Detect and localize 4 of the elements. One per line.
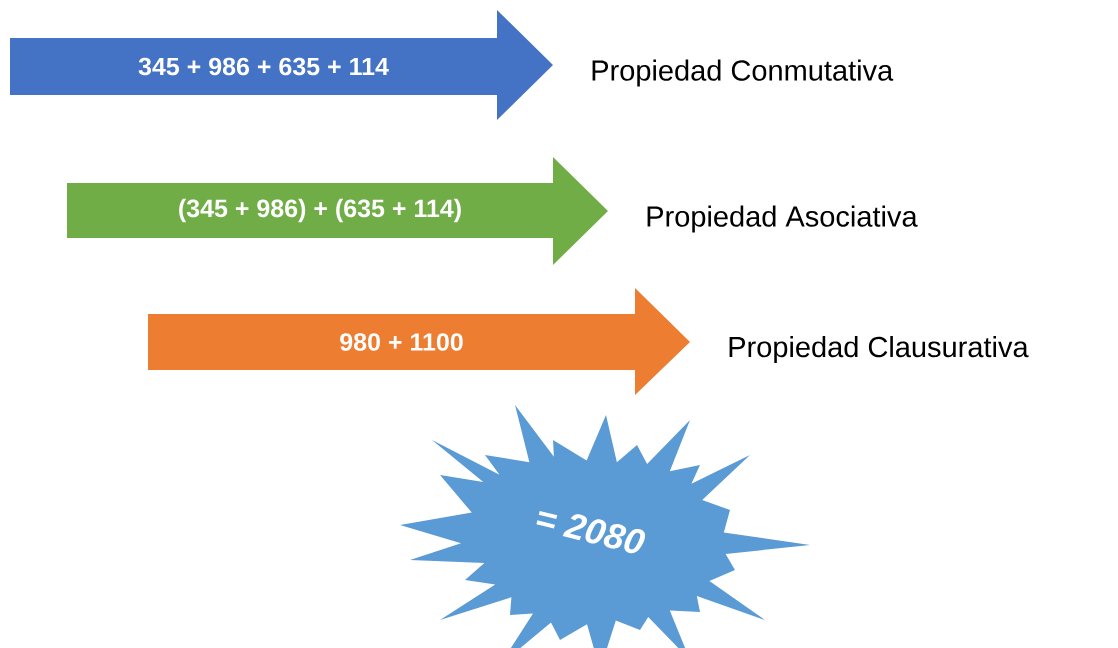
property-label: Propiedad Clausurativa xyxy=(729,336,1029,363)
starburst: = 2080 xyxy=(400,405,810,648)
property-label: Propiedad Conmutativa xyxy=(592,59,894,87)
property-label: Propiedad Asociativa xyxy=(647,205,918,233)
